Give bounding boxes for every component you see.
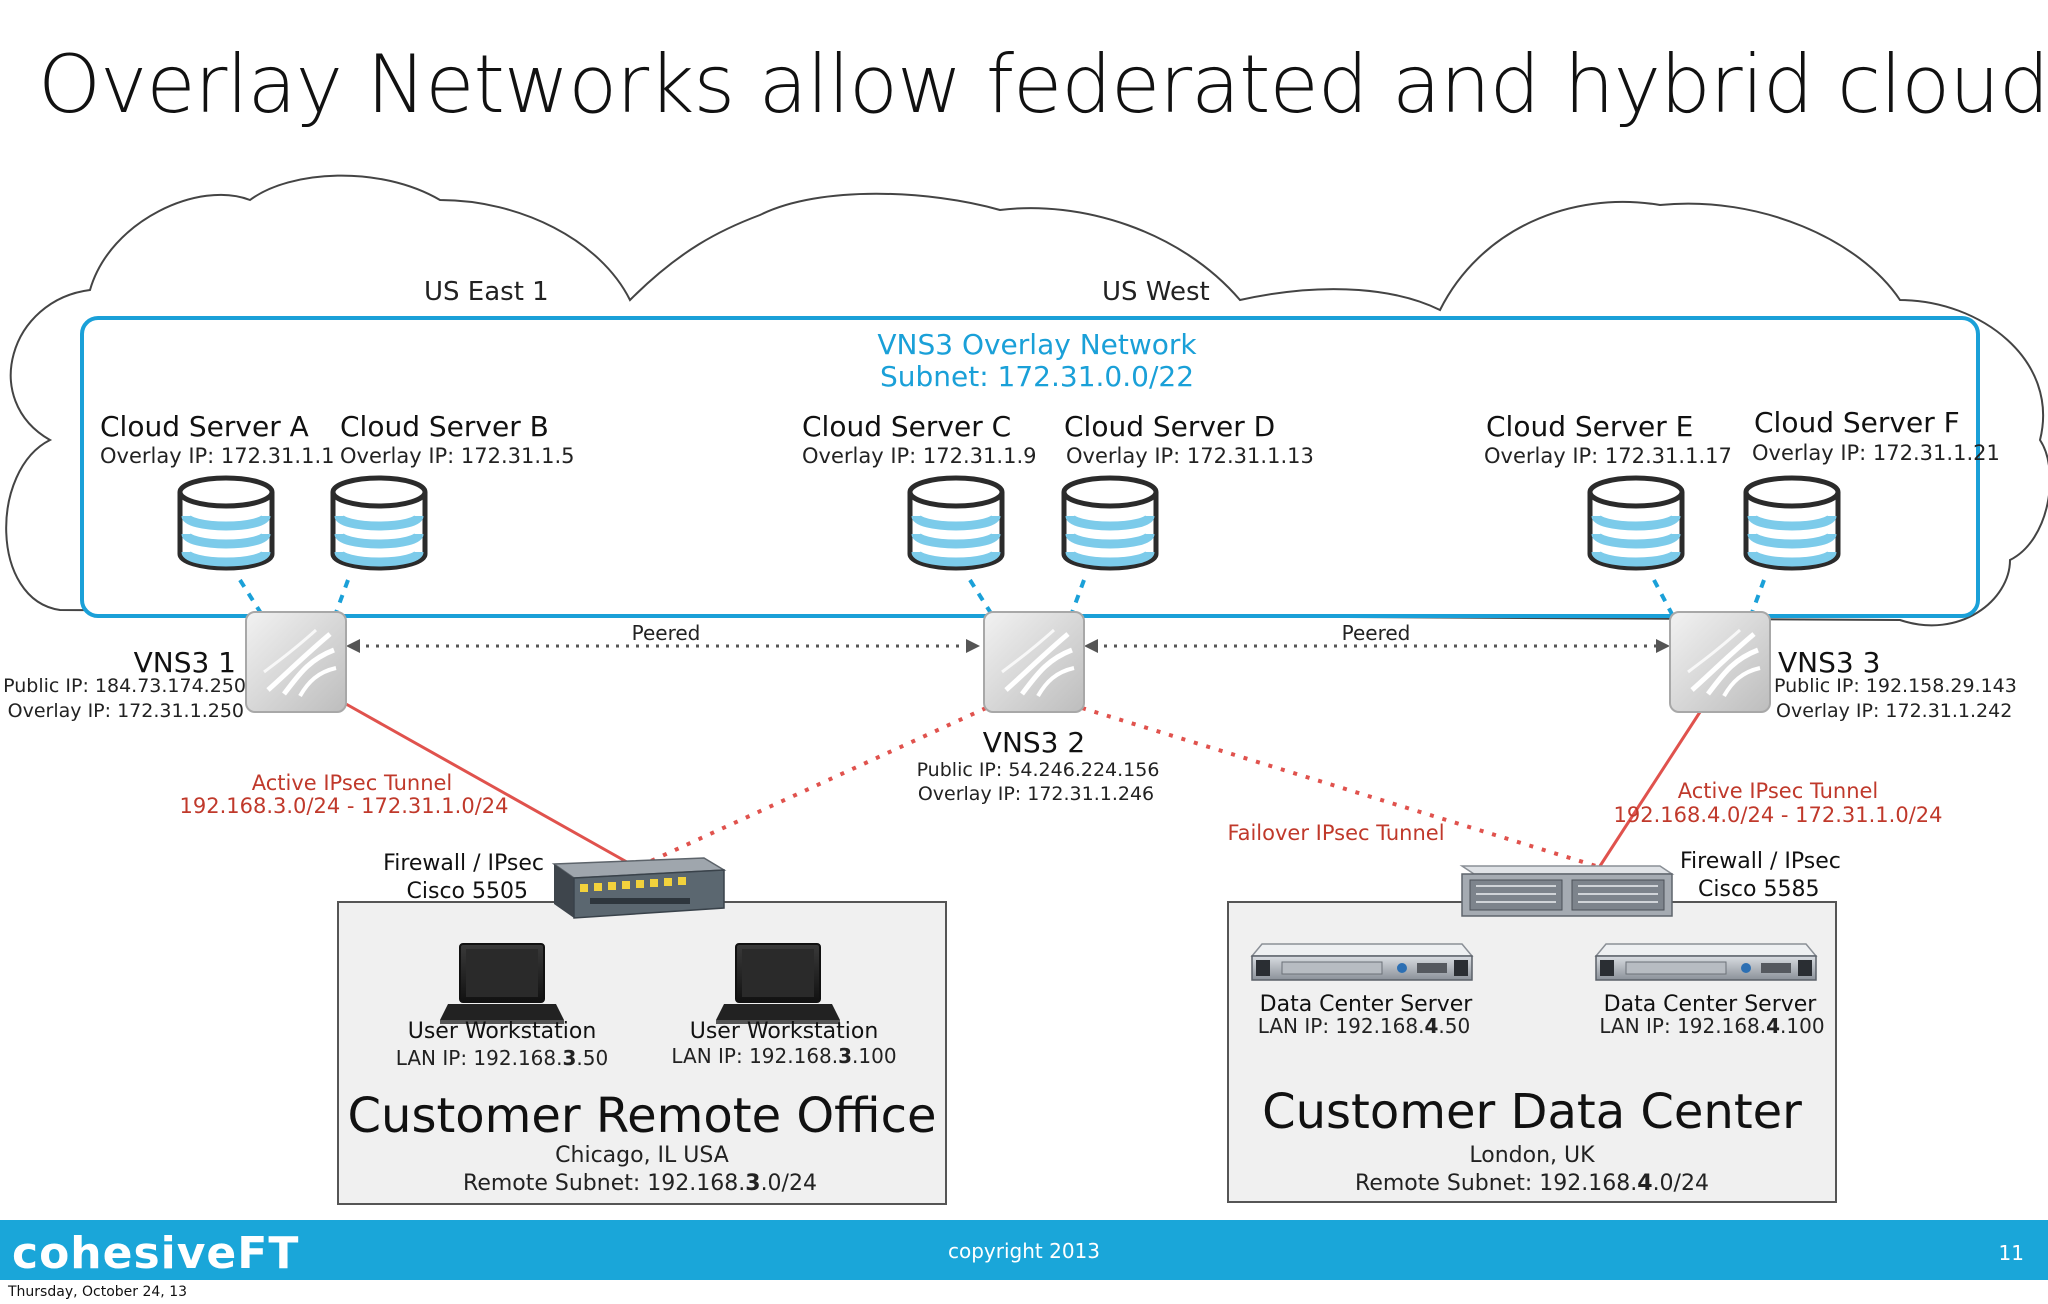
dc-server-2-ip: LAN IP: 192.168.4.100 <box>1599 1014 1824 1038</box>
rack-server-icon <box>1251 943 1473 981</box>
remote-office-subnet: Remote Subnet: 192.168.3.0/24 <box>463 1171 817 1196</box>
dc-server-1-name: Data Center Server <box>1260 992 1474 1017</box>
vns3-3-name: VNS3 3 <box>1778 646 1880 679</box>
tunnel-right-subnets: 192.168.4.0/24 - 172.31.1.0/24 <box>1614 803 1943 827</box>
remote-office-location: Chicago, IL USA <box>555 1143 729 1168</box>
remote-office-title: Customer Remote Office <box>348 1088 937 1144</box>
server-e-ip: Overlay IP: 172.31.1.17 <box>1484 444 1732 468</box>
server-b-name: Cloud Server B <box>340 410 549 443</box>
footer-bar <box>0 1220 2048 1280</box>
dc-server-1-ip: LAN IP: 192.168.4.50 <box>1258 1014 1470 1038</box>
brand-logo: cohesiveFT <box>12 1228 299 1279</box>
database-icon <box>1590 478 1682 568</box>
firewall-appliance-icon <box>1459 865 1675 917</box>
server-f-ip: Overlay IP: 172.31.1.21 <box>1752 441 2000 465</box>
workstation-2-ip: LAN IP: 192.168.3.100 <box>671 1044 896 1068</box>
date-stamp: Thursday, October 24, 13 <box>7 1284 187 1300</box>
vns3-3-overlay-ip: Overlay IP: 172.31.1.242 <box>1776 700 2012 722</box>
server-a-ip: Overlay IP: 172.31.1.1 <box>100 444 334 468</box>
server-a-name: Cloud Server A <box>100 410 309 443</box>
tunnel-left-label: Active IPsec Tunnel <box>252 771 453 795</box>
database-icon <box>180 478 272 568</box>
dc-server-2-name: Data Center Server <box>1604 992 1818 1017</box>
rack-server-icon <box>1595 943 1817 981</box>
firewall-appliance-icon <box>551 857 727 919</box>
database-icon <box>1746 478 1838 568</box>
vns3-1-name: VNS3 1 <box>134 646 236 679</box>
firewall-right-line2: Cisco 5585 <box>1698 877 1819 902</box>
server-c-name: Cloud Server C <box>802 410 1011 443</box>
overlay-network-subnet: Subnet: 172.31.0.0/22 <box>880 360 1194 393</box>
server-d-ip: Overlay IP: 172.31.1.13 <box>1066 444 1314 468</box>
peered-label-2: Peered <box>1342 621 1411 645</box>
vns3-router-icon <box>246 612 346 712</box>
firewall-left-line2: Cisco 5505 <box>407 879 528 904</box>
database-icon <box>333 478 425 568</box>
peered-arrowheads <box>346 639 1670 653</box>
footer-copyright: copyright 2013 <box>948 1239 1100 1263</box>
region-us-west: US West <box>1102 277 1210 307</box>
data-center-title: Customer Data Center <box>1262 1084 1802 1140</box>
server-e-name: Cloud Server E <box>1486 410 1693 443</box>
database-icon <box>1064 478 1156 568</box>
data-center-location: London, UK <box>1469 1143 1595 1168</box>
server-f-name: Cloud Server F <box>1754 406 1960 439</box>
slide-title: Overlay Networks allow federated and hyb… <box>38 38 2048 131</box>
region-us-east: US East 1 <box>424 277 549 307</box>
firewall-right-line1: Firewall / IPsec <box>1680 849 1841 874</box>
server-c-ip: Overlay IP: 172.31.1.9 <box>802 444 1036 468</box>
data-center-subnet: Remote Subnet: 192.168.4.0/24 <box>1355 1171 1709 1196</box>
vns3-2-public-ip: Public IP: 54.246.224.156 <box>917 759 1160 781</box>
tunnel-left-subnets: 192.168.3.0/24 - 172.31.1.0/24 <box>180 794 509 818</box>
vns3-2-overlay-ip: Overlay IP: 172.31.1.246 <box>918 783 1154 805</box>
vns3-2-name: VNS3 2 <box>983 726 1085 759</box>
workstation-2-name: User Workstation <box>690 1019 879 1044</box>
vns3-1-overlay-ip: Overlay IP: 172.31.1.250 <box>8 700 244 722</box>
server-b-ip: Overlay IP: 172.31.1.5 <box>340 444 574 468</box>
active-tunnel-left <box>345 702 635 868</box>
vns3-router-icon <box>984 612 1084 712</box>
tunnel-failover-label: Failover IPsec Tunnel <box>1227 821 1444 845</box>
peered-label-1: Peered <box>632 621 701 645</box>
vns3-3-public-ip: Public IP: 192.158.29.143 <box>1774 675 2017 697</box>
workstation-1-name: User Workstation <box>408 1019 597 1044</box>
page-number: 11 <box>1999 1241 2024 1265</box>
vns3-router-icon <box>1670 612 1770 712</box>
server-d-name: Cloud Server D <box>1064 410 1275 443</box>
tunnel-right-label: Active IPsec Tunnel <box>1678 779 1879 803</box>
workstation-1-ip: LAN IP: 192.168.3.50 <box>396 1046 608 1070</box>
database-icon <box>910 478 1002 568</box>
firewall-left-line1: Firewall / IPsec <box>383 851 544 876</box>
vns3-1-public-ip: Public IP: 184.73.174.250 <box>3 675 246 697</box>
active-tunnel-right <box>1598 711 1702 867</box>
overlay-network-name: VNS3 Overlay Network <box>877 328 1197 361</box>
